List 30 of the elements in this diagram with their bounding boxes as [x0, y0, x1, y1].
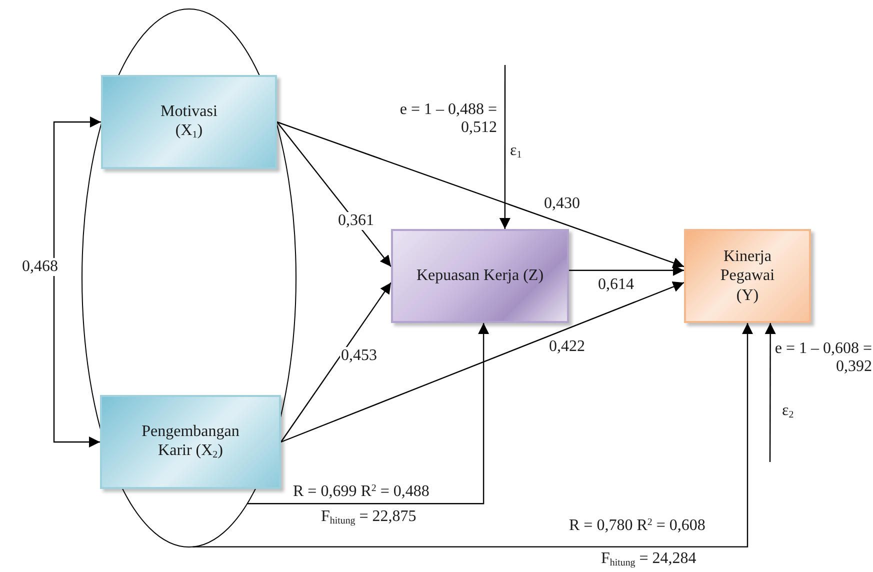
variable-box [391, 229, 569, 323]
arrow [276, 122, 392, 267]
edge-label: 0,468 [21, 258, 59, 276]
arrow [276, 121, 684, 268]
edge-label: 0,422 [548, 338, 586, 356]
error-term-label: ε$_{1}$ [509, 142, 523, 161]
edge-label: 0,614 [597, 276, 635, 294]
edge-label: R = 0,699 R$^{2}$ = 0,488 [292, 483, 430, 502]
variable-name: Kinerja Pegawai (Y) [719, 247, 776, 305]
error-formula: e = 1 – 0,608 = 0,392 [774, 340, 873, 377]
error-term-label: ε$_{2}$ [781, 402, 795, 421]
error-formula: e = 1 – 0,488 = 0,512 [398, 101, 498, 138]
arrow [247, 323, 490, 504]
arrow [280, 282, 392, 442]
arrow [764, 323, 776, 462]
arrow [499, 65, 510, 229]
arrow [569, 264, 684, 276]
f-statistic-label: F$_{hitung}$ = 22,875 [320, 508, 418, 527]
edge-label: 0,361 [337, 212, 375, 230]
f-statistic-label: F$_{hitung}$ = 24,284 [600, 550, 698, 569]
edge-label: R = 0,780 R$^{2}$ = 0,608 [568, 517, 706, 536]
variable-name: Kepuasan Kerja (Z) [415, 266, 545, 286]
edge-label: 0,430 [543, 195, 581, 214]
variable-box [684, 229, 811, 323]
variable-name: Motivasi (X$_{1}$) [160, 102, 218, 142]
arrow [192, 323, 753, 548]
arrow [280, 282, 684, 443]
arrow [53, 116, 101, 448]
variable-name: Pengembangan Karir (X$_{2}$) [140, 422, 240, 462]
edge-label: 0,453 [340, 347, 378, 366]
